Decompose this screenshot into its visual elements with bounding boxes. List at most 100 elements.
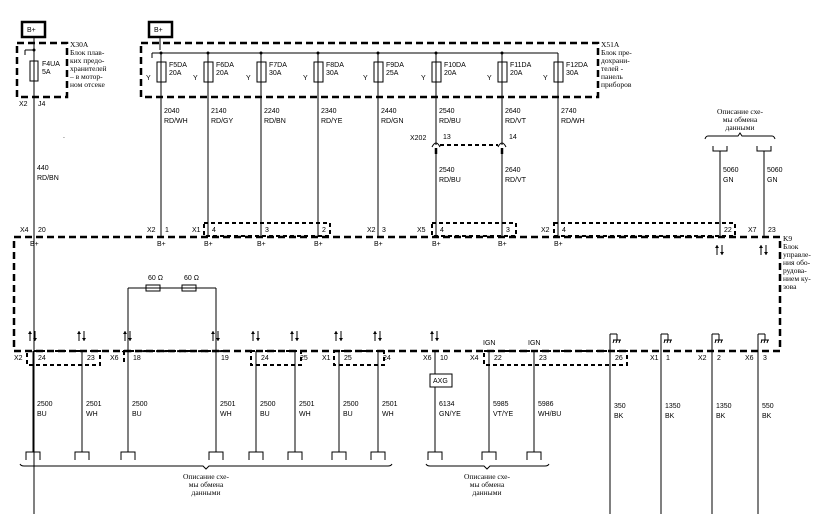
- ground-icon: [717, 339, 720, 344]
- arrow-up-icon: [251, 331, 255, 334]
- fuse-marker: Y: [246, 75, 251, 82]
- pin-signal: B+: [157, 241, 166, 248]
- pin-number: 24: [383, 355, 391, 362]
- connector-id: X4: [20, 227, 29, 234]
- wire-color: GN: [723, 177, 734, 184]
- data-bus-desc: мы обмена: [189, 480, 224, 489]
- data-bus-desc: данными: [192, 488, 221, 497]
- fuse-block-desc: телей -: [601, 64, 624, 73]
- arrow-down-icon: [295, 338, 299, 341]
- arrow-up-icon: [211, 331, 215, 334]
- wire-number: 2501: [86, 401, 102, 408]
- connector-id: X2: [19, 101, 28, 108]
- data-connector-icon: [25, 451, 41, 460]
- junction-dot: [32, 48, 36, 52]
- fuse-name: F7DA: [269, 62, 287, 69]
- arrow-up-icon: [373, 331, 377, 334]
- fuse-icon: [431, 61, 442, 83]
- wire-color: BU: [260, 411, 270, 418]
- data-connector-icon: [427, 451, 443, 460]
- wire-color: RD/BU: [439, 177, 461, 184]
- axg-label: AXG: [433, 378, 448, 385]
- fuse-block-desc: ких предо-: [70, 56, 105, 65]
- bracket: [19, 463, 393, 470]
- module-desc: Блок: [783, 242, 799, 251]
- data-connector-icon: [248, 451, 264, 460]
- connector-id: X7: [748, 227, 757, 234]
- pin-signal: B+: [257, 241, 266, 248]
- arrow-up-icon: [759, 245, 763, 248]
- data-bus-desc: Описание схе-: [183, 472, 230, 481]
- pin-signal: B+: [554, 241, 563, 248]
- wire-number: 2640: [505, 167, 521, 174]
- pin-number: 2: [717, 355, 721, 362]
- fuse-rating: 30A: [566, 70, 579, 77]
- arrow-down-icon: [720, 252, 724, 255]
- arrow-up-icon: [77, 331, 81, 334]
- wire-color: RD/BN: [37, 175, 59, 182]
- fuse-block-desc: ном отсеке: [70, 80, 105, 89]
- data-connector-icon: [74, 451, 90, 460]
- wire-color: RD/WH: [164, 118, 188, 125]
- arrow-down-icon: [435, 338, 439, 341]
- connector-x4-group: [483, 350, 628, 366]
- wire-color: WH/BU: [538, 411, 561, 418]
- connector-x2-group: [26, 350, 101, 366]
- pin-signal: B+: [204, 241, 213, 248]
- fuse-block-desc: Блок пре-: [601, 48, 632, 57]
- pin-number: 23: [539, 355, 547, 362]
- wire-color: RD/WH: [561, 118, 585, 125]
- fuse-icon: [29, 60, 39, 82]
- module-desc: зова: [783, 282, 797, 291]
- pin-signal: B+: [498, 241, 507, 248]
- wire-number: 5986: [538, 401, 554, 408]
- connector-id: X2: [14, 355, 23, 362]
- resistor-icon: [181, 284, 197, 292]
- module-desc: ния обо-: [783, 258, 811, 267]
- pin-number: 18: [133, 355, 141, 362]
- wire-color: RD/GY: [211, 118, 234, 125]
- fuse-name: F5DA: [169, 62, 187, 69]
- fuse-icon: [156, 61, 167, 83]
- wire-number: 2500: [132, 401, 148, 408]
- wire-color: BU: [132, 411, 142, 418]
- connector-id: X6: [110, 355, 119, 362]
- ground-icon: [763, 339, 766, 344]
- connector-x2-group: [553, 222, 736, 237]
- wire-color: BK: [614, 413, 624, 420]
- ground-icon: [618, 339, 621, 344]
- pin-number: 26: [615, 355, 623, 362]
- wire-number: 5060: [723, 167, 739, 174]
- wire-color: VT/YE: [493, 411, 514, 418]
- pin-number: 19: [221, 355, 229, 362]
- data-connector-icon: [287, 451, 303, 460]
- pin-signal: B+: [432, 241, 441, 248]
- data-connector-icon: [756, 146, 772, 152]
- fuse-icon: [553, 61, 564, 83]
- fuse-icon: [256, 61, 267, 83]
- pin-number: 24: [261, 355, 269, 362]
- pin-signal: B+: [374, 241, 383, 248]
- pin-number: 1: [666, 355, 670, 362]
- wire-number: 2501: [299, 401, 315, 408]
- data-connector-icon: [481, 451, 497, 460]
- connector-id: X1: [322, 355, 331, 362]
- wire-number: 2040: [164, 108, 180, 115]
- wire-number: 2140: [211, 108, 227, 115]
- ground-icon: [666, 339, 669, 344]
- fuse-name: F12DA: [566, 62, 588, 69]
- connector-group: [250, 350, 302, 366]
- fuse-name: F6DA: [216, 62, 234, 69]
- data-bus-desc: данными: [473, 488, 502, 497]
- fuse-block-id: X30A: [70, 40, 89, 49]
- pin-number: 4: [440, 227, 444, 234]
- fuse-block-desc: хранителей: [70, 64, 107, 73]
- pin-number: 24: [38, 355, 46, 362]
- connector-id: X2: [541, 227, 550, 234]
- ground-icon: [766, 339, 769, 344]
- pin-number: 22: [494, 355, 502, 362]
- fuse-rating: 5A: [42, 69, 51, 76]
- wire-color: BK: [762, 413, 772, 420]
- fuse-name: F11DA: [510, 62, 532, 69]
